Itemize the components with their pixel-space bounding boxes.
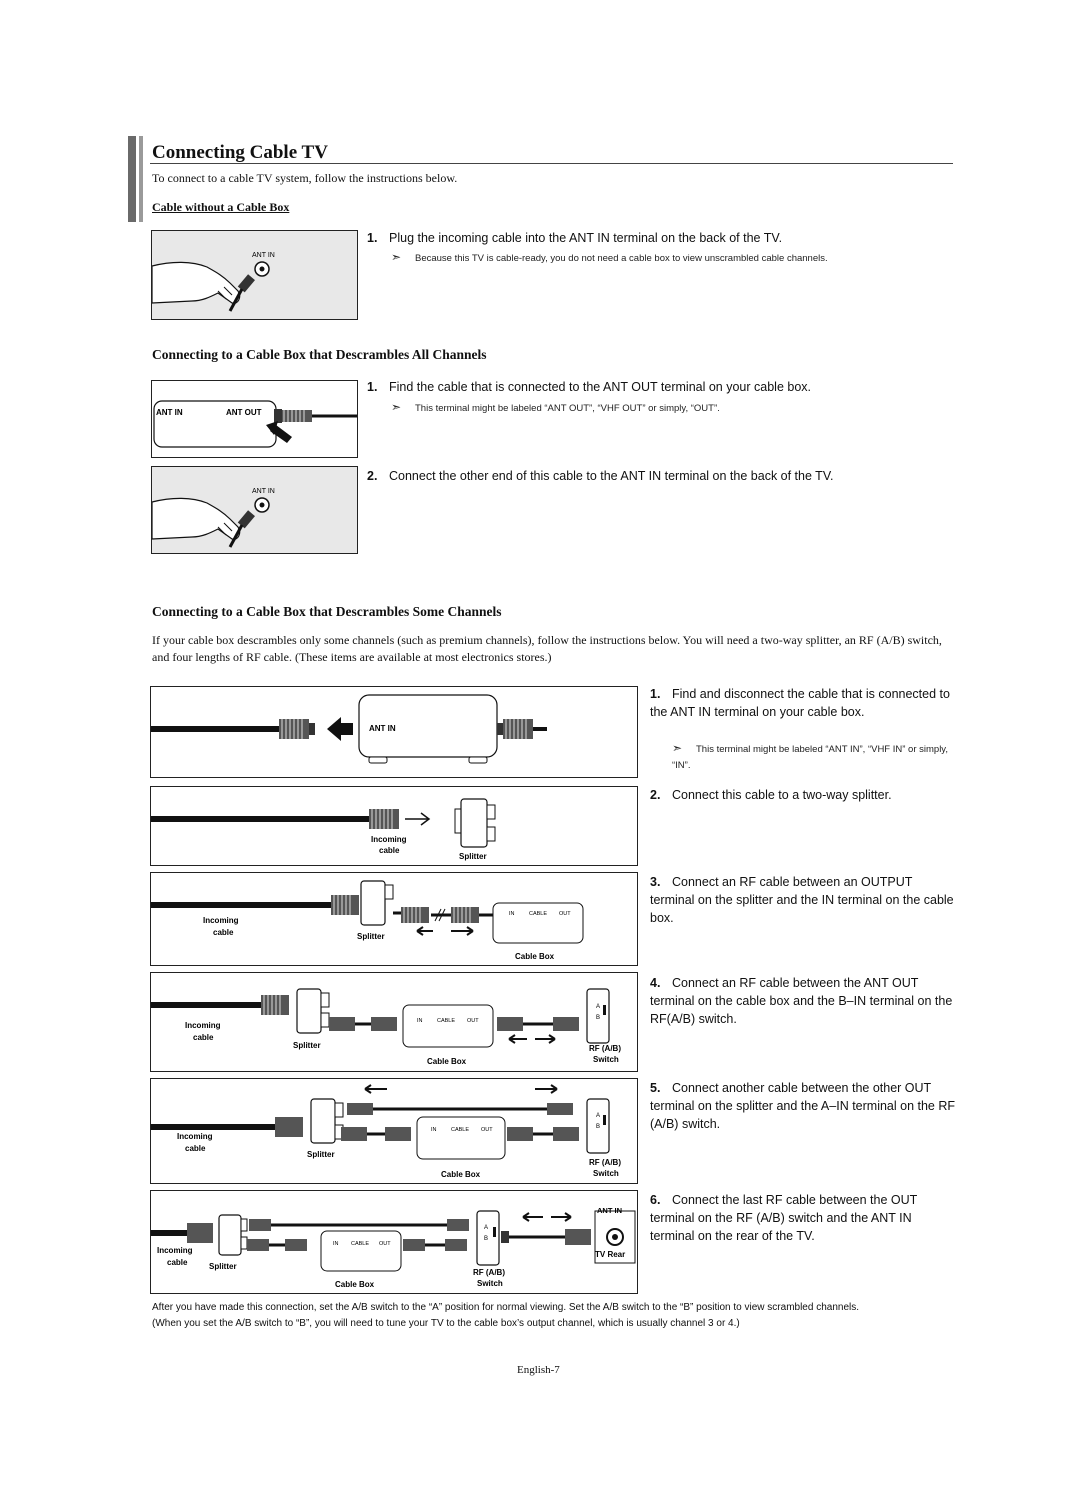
section1-step1: 1.Plug the incoming cable into the ANT I… <box>367 231 783 245</box>
cable-box-to-ab-switch-illustration: IN CABLE OUT A B Incoming cable Splitter… <box>151 988 621 1066</box>
svg-text:A: A <box>596 1004 600 1010</box>
diagram-step4-ab-switch: IN CABLE OUT A B Incoming cable Splitter… <box>150 972 638 1072</box>
footer-note-line1: After you have made this connection, set… <box>152 1302 860 1313</box>
splitter-to-cable-box-illustration: IN CABLE OUT Incoming cable Splitter Cab… <box>151 880 584 961</box>
svg-text:Switch: Switch <box>477 1279 503 1288</box>
svg-text:OUT: OUT <box>379 1241 391 1247</box>
svg-text:cable: cable <box>213 928 234 937</box>
diagram-step5-ab-switch: IN CABLE OUT A B Incoming cable Splitter… <box>150 1078 638 1184</box>
svg-text:IN: IN <box>417 1018 423 1024</box>
disconnect-cable-illustration: ANT IN <box>151 694 547 764</box>
svg-text:Splitter: Splitter <box>459 852 487 861</box>
svg-text:Incoming: Incoming <box>157 1246 193 1255</box>
page-number: English-7 <box>517 1364 560 1376</box>
note-arrow-icon: ➣ <box>391 400 402 414</box>
svg-text:IN: IN <box>431 1127 437 1133</box>
svg-text:OUT: OUT <box>481 1127 493 1133</box>
section3-step4: 4.Connect an RF cable between the ANT OU… <box>650 976 953 1026</box>
svg-text:cable: cable <box>193 1033 214 1042</box>
svg-text:Splitter: Splitter <box>293 1041 321 1050</box>
diagram-step1-disconnect: ANT IN <box>150 686 638 778</box>
svg-text:B: B <box>484 1236 488 1242</box>
note-arrow-icon: ➣ <box>391 250 402 264</box>
svg-text:OUT: OUT <box>559 911 571 917</box>
section1-note: ➣Because this TV is cable-ready, you do … <box>391 250 828 264</box>
svg-text:Splitter: Splitter <box>307 1150 335 1159</box>
svg-text:CABLE: CABLE <box>437 1018 455 1024</box>
svg-text:Cable Box: Cable Box <box>427 1057 467 1066</box>
svg-text:Cable Box: Cable Box <box>335 1280 375 1289</box>
page-title: Connecting Cable TV <box>152 142 328 163</box>
svg-text:Cable Box: Cable Box <box>515 952 555 961</box>
connect-splitter-illustration: Incoming cable Splitter <box>151 798 496 861</box>
svg-text:CABLE: CABLE <box>529 911 547 917</box>
svg-text:ANT OUT: ANT OUT <box>226 408 262 417</box>
section3-step1-note: ➣This terminal might be labeled “ANT IN”… <box>672 741 948 771</box>
diagram-ant-in-hand: ANT IN <box>151 230 358 320</box>
svg-text:TV Rear: TV Rear <box>595 1250 625 1259</box>
splitter-to-ab-switch-illustration: IN CABLE OUT A B Incoming cable Splitter… <box>151 1084 621 1179</box>
cable-box-back-illustration: ANT IN ANT OUT <box>153 400 357 448</box>
svg-text:B: B <box>596 1124 600 1130</box>
svg-text:ANT IN: ANT IN <box>156 408 183 417</box>
diagram-ant-in-hand-2: ANT IN <box>151 466 358 554</box>
section2-step1: 1.Find the cable that is connected to th… <box>367 380 811 394</box>
svg-text:Splitter: Splitter <box>209 1262 237 1271</box>
section2-note: ➣This terminal might be labeled “ANT OUT… <box>391 400 720 414</box>
ab-switch-to-tv-illustration: IN CABLE OUT A B ANT IN TV Rear Incoming… <box>151 1206 636 1289</box>
svg-text:cable: cable <box>379 846 400 855</box>
svg-text:ANT IN: ANT IN <box>597 1206 622 1215</box>
footer-note-line2: (When you set the A/B switch to “B”, you… <box>152 1318 740 1329</box>
svg-text:RF (A/B): RF (A/B) <box>589 1044 621 1053</box>
svg-text:Incoming: Incoming <box>185 1021 221 1030</box>
section2-step2: 2.Connect the other end of this cable to… <box>367 469 834 483</box>
sidebar-bar-thin <box>139 136 143 222</box>
section3-step3: 3.Connect an RF cable between an OUTPUT … <box>650 875 954 925</box>
svg-text:ANT IN: ANT IN <box>252 488 275 495</box>
section3-heading: Connecting to a Cable Box that Descrambl… <box>152 604 502 619</box>
note-arrow-icon: ➣ <box>672 741 683 755</box>
svg-text:CABLE: CABLE <box>451 1127 469 1133</box>
section3-intro-paragraph: If your cable box descrambles only some … <box>152 633 942 664</box>
svg-text:RF (A/B): RF (A/B) <box>473 1268 505 1277</box>
svg-text:IN: IN <box>509 911 515 917</box>
svg-text:Incoming: Incoming <box>177 1132 213 1141</box>
svg-text:ANT IN: ANT IN <box>369 724 396 733</box>
svg-text:A: A <box>484 1225 488 1231</box>
title-divider <box>150 163 953 164</box>
diagram-step3-cable-box: IN CABLE OUT Incoming cable Splitter Cab… <box>150 872 638 966</box>
section1-heading: Cable without a Cable Box <box>152 200 290 214</box>
section3-step6: 6.Connect the last RF cable between the … <box>650 1193 918 1243</box>
svg-text:IN: IN <box>333 1241 339 1247</box>
svg-text:Switch: Switch <box>593 1169 619 1178</box>
diagram-step6-tv-rear: IN CABLE OUT A B ANT IN TV Rear Incoming… <box>150 1190 638 1294</box>
section3-step1: 1.Find and disconnect the cable that is … <box>650 687 950 719</box>
svg-text:CABLE: CABLE <box>351 1241 369 1247</box>
svg-text:Incoming: Incoming <box>203 916 239 925</box>
sidebar-bar <box>128 136 136 222</box>
hand-plugging-cable-illustration: ANT IN <box>152 252 275 312</box>
section3-step5: 5.Connect another cable between the othe… <box>650 1081 956 1131</box>
intro-text: To connect to a cable TV system, follow … <box>152 171 458 185</box>
section2-heading: Connecting to a Cable Box that Descrambl… <box>152 347 487 362</box>
svg-text:Incoming: Incoming <box>371 835 407 844</box>
svg-text:Cable Box: Cable Box <box>441 1170 481 1179</box>
svg-text:A: A <box>596 1113 600 1119</box>
svg-text:OUT: OUT <box>467 1018 479 1024</box>
svg-text:Splitter: Splitter <box>357 932 385 941</box>
diagram-cable-box-ant-out: ANT IN ANT OUT <box>151 380 358 458</box>
svg-text:cable: cable <box>185 1144 206 1153</box>
svg-text:B: B <box>596 1015 600 1021</box>
hand-plugging-cable-illustration-2: ANT IN <box>152 488 275 548</box>
diagram-step2-splitter: Incoming cable Splitter <box>150 786 638 866</box>
svg-text:Switch: Switch <box>593 1055 619 1064</box>
section3-step2: 2.Connect this cable to a two-way splitt… <box>650 788 892 802</box>
svg-text:RF (A/B): RF (A/B) <box>589 1158 621 1167</box>
ant-in-label: ANT IN <box>252 252 275 259</box>
svg-text:cable: cable <box>167 1258 188 1267</box>
